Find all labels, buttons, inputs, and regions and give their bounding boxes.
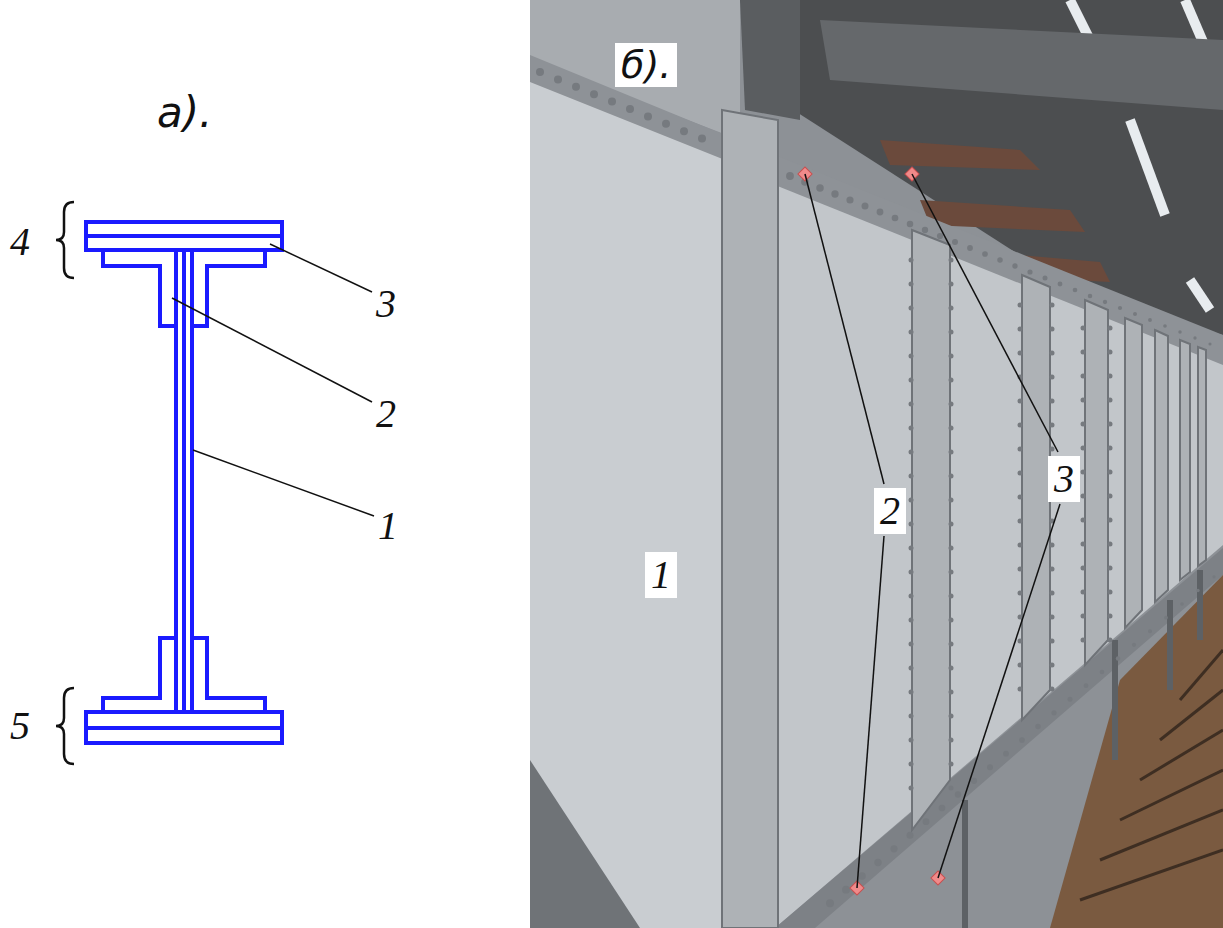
callout-number: 2 [376, 394, 396, 434]
bridge-photo [530, 0, 1223, 928]
callout-number: 1 [645, 552, 677, 598]
figure-label: а). [157, 92, 212, 134]
callout-number: 4 [10, 222, 30, 262]
leader-line [172, 244, 374, 516]
bracket [56, 202, 74, 764]
callout-number: 2 [874, 488, 906, 534]
figure-label: б). [615, 43, 677, 87]
marker-dot [798, 167, 945, 895]
girder-section [86, 222, 282, 743]
callout-number: 3 [1048, 456, 1080, 502]
leader-line [805, 174, 1060, 888]
callout-number: 5 [10, 706, 30, 746]
callout-number: 1 [378, 506, 398, 546]
rivet-rows [536, 68, 1216, 907]
callout-number: 3 [376, 284, 396, 324]
